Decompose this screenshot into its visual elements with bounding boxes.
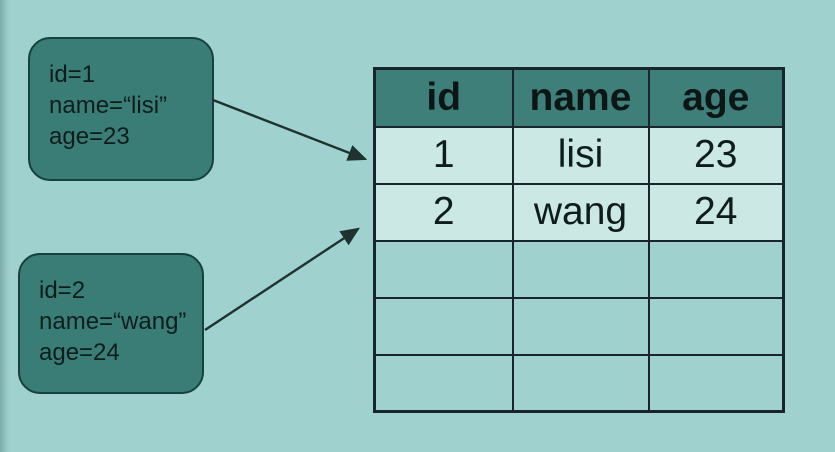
table-cell (511, 353, 650, 413)
table-cell (647, 296, 785, 356)
table-cell: 1 (373, 125, 514, 185)
record1-field-id: id=1 (49, 61, 96, 88)
record2-field-id: id=2 (39, 277, 86, 304)
table-row-5 (373, 353, 785, 413)
left-edge-shading (0, 0, 9, 452)
record2-field-name: name=“wang” (39, 308, 187, 335)
record1-field-age: age=23 (49, 123, 130, 150)
table-cell: 2 (373, 182, 514, 242)
record1-field-name: name=“lisi” (49, 92, 168, 119)
table-row-1: 1 lisi 23 (373, 125, 785, 185)
record-box-2: id=2 name=“wang” age=24 (18, 253, 204, 394)
record2-field-age: age=24 (39, 339, 120, 366)
table-cell (373, 239, 514, 299)
table-cell (647, 353, 785, 413)
table-header-row: id name age (373, 67, 785, 128)
database-table: id name age 1 lisi 23 2 wang 24 (373, 67, 785, 413)
table-cell: 23 (647, 125, 785, 185)
header-cell-age: age (647, 67, 785, 128)
table-cell (373, 296, 514, 356)
header-cell-id: id (373, 67, 514, 128)
table-cell: lisi (511, 125, 650, 185)
table-cell (373, 353, 514, 413)
table-row-4 (373, 296, 785, 356)
header-cell-name: name (511, 67, 650, 128)
table-cell (511, 239, 650, 299)
table-cell (511, 296, 650, 356)
arrow-record1-to-row1 (212, 98, 368, 161)
arrow-record2-to-row2 (204, 227, 361, 332)
table-cell: wang (511, 182, 650, 242)
table-row-2: 2 wang 24 (373, 182, 785, 242)
table-cell: 24 (647, 182, 785, 242)
table-row-3 (373, 239, 785, 299)
record-box-1: id=1 name=“lisi” age=23 (28, 37, 214, 181)
table-cell (647, 239, 785, 299)
